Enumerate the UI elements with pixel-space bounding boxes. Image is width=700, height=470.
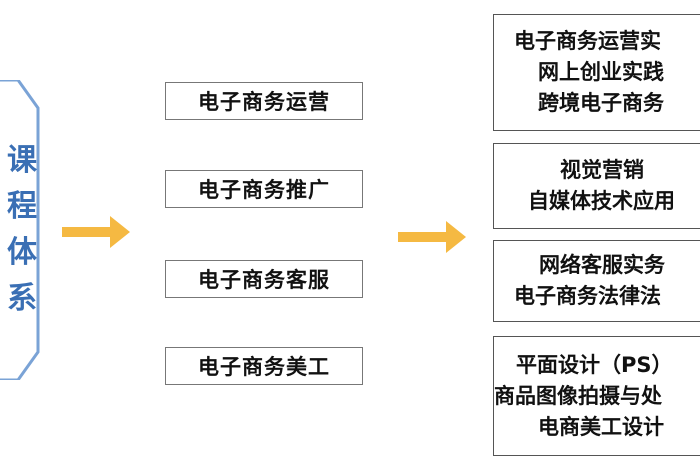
title-char: 程 (7, 189, 37, 224)
course-item: 电子商务运营实 (514, 29, 661, 53)
course-item: 电子商务法律法 (514, 284, 661, 308)
hexagon-outline (0, 80, 40, 380)
title-char: 系 (7, 281, 37, 316)
course-system-block: 课 程 体 系 (0, 80, 41, 380)
course-item: 平面设计（PS） (516, 352, 673, 377)
course-group-operation: 电子商务运营实 网上创业实践 跨境电子商务 (493, 14, 700, 131)
course-item: 商品图像拍摄与处 (494, 383, 662, 408)
middle-item-operation: 电子商务运营 (165, 82, 363, 120)
middle-item-promotion: 电子商务推广 (165, 170, 363, 208)
title-char: 体 (7, 235, 37, 270)
course-item: 网络客服实务 (539, 253, 665, 277)
course-item: 网上创业实践 (538, 60, 664, 84)
course-system-title: 课 程 体 系 (0, 80, 41, 380)
title-char: 课 (7, 143, 37, 178)
course-item: 跨境电子商务 (538, 91, 664, 115)
middle-item-art-design: 电子商务美工 (165, 347, 363, 385)
course-item: 视觉营销 (560, 158, 644, 182)
course-group-art-design: 平面设计（PS） 商品图像拍摄与处 电商美工设计 (493, 336, 700, 456)
middle-item-customer-service: 电子商务客服 (165, 260, 363, 298)
course-item: 电商美工设计 (538, 414, 664, 439)
course-group-promotion: 视觉营销 自媒体技术应用 (493, 143, 700, 229)
arrow-right-icon (62, 216, 130, 248)
course-group-customer-service: 网络客服实务 电子商务法律法 (493, 240, 700, 322)
arrow-right-icon (398, 221, 466, 253)
course-item: 自媒体技术应用 (528, 189, 675, 213)
